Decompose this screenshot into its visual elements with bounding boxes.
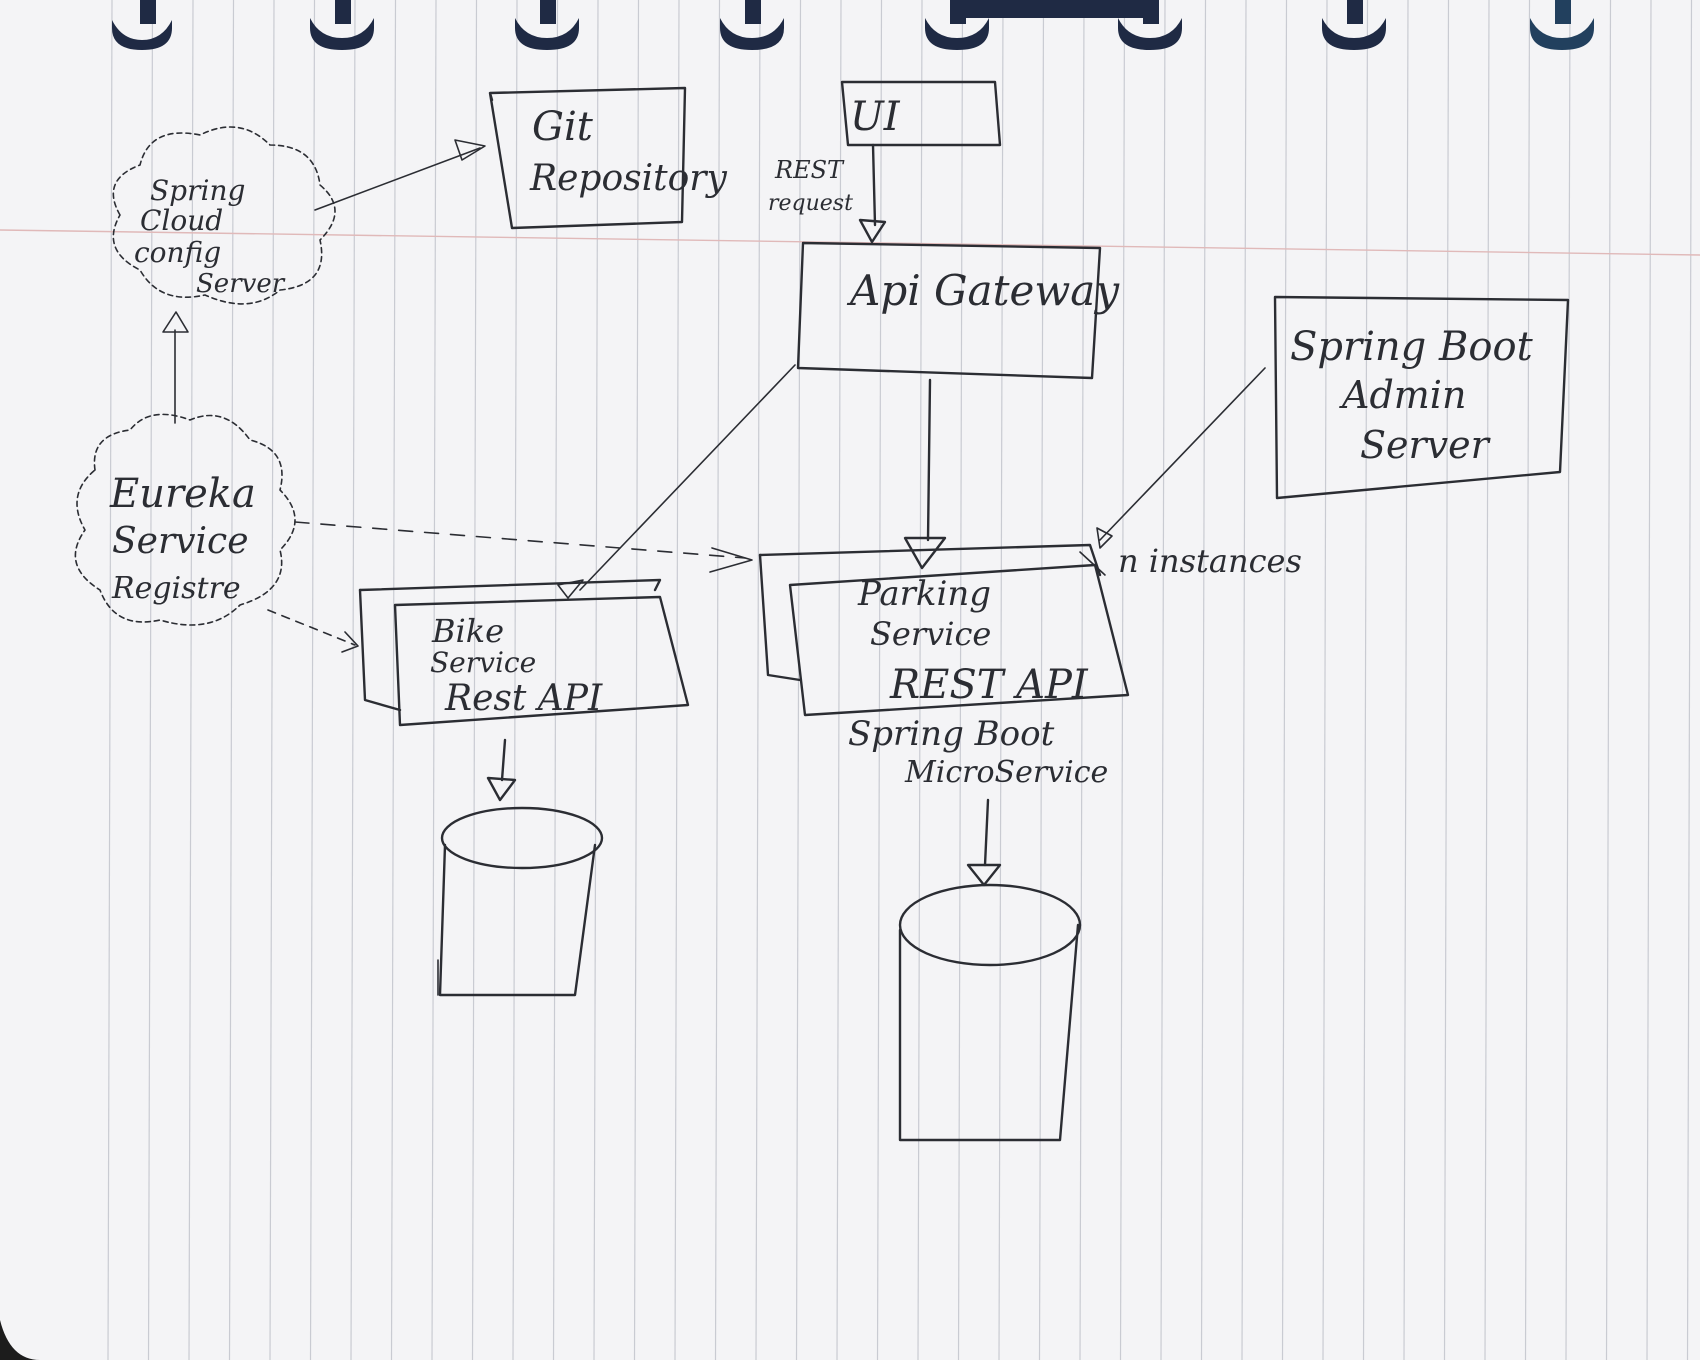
rule-line	[1403, 0, 1409, 1360]
parking-label-1: Parking	[857, 574, 991, 614]
git-label: Git	[532, 104, 594, 150]
rule-line	[390, 0, 397, 1360]
config-server-node: Spring Cloud config Server	[112, 126, 336, 305]
connector-gateway-bike	[557, 364, 796, 599]
admin-label-3: Server	[1360, 423, 1492, 467]
rule-line	[1038, 0, 1045, 1360]
rule-line	[1524, 0, 1531, 1360]
admin-label-2: Admin	[1339, 373, 1466, 417]
rule-line	[431, 0, 437, 1360]
microservice-annotation: Spring Boot MicroService	[848, 714, 1108, 790]
rule-line	[1322, 0, 1328, 1360]
eureka-registry-node: Eureka Service Registre	[74, 413, 296, 626]
rule-line	[1119, 0, 1126, 1360]
parking-database	[898, 883, 1082, 1142]
rule-line	[269, 0, 275, 1360]
rule-line	[674, 0, 680, 1360]
api-gateway-node: Api Gateway	[796, 241, 1120, 380]
rule-line	[633, 0, 640, 1360]
eureka-label-1: Eureka	[109, 471, 256, 517]
notebook-rules	[107, 0, 1693, 1360]
rule-line	[188, 0, 194, 1360]
ui-node: UI	[840, 80, 1002, 147]
connector-eureka-bike	[267, 609, 359, 653]
bike-service-node: Bike Service Rest API	[358, 578, 690, 727]
rule-line	[1200, 0, 1207, 1360]
rest-label: REST	[774, 156, 845, 184]
page-corner	[0, 1320, 40, 1360]
rule-line	[147, 0, 154, 1360]
rule-line	[917, 0, 923, 1360]
rule-line	[998, 0, 1004, 1360]
connector-bike-db	[486, 738, 517, 802]
rule-line	[107, 0, 113, 1360]
rule-line	[1160, 0, 1166, 1360]
rule-line	[1241, 0, 1247, 1360]
rule-line	[957, 0, 964, 1360]
rule-line	[1565, 0, 1571, 1360]
bike-label-2: Service	[430, 646, 536, 679]
rule-line	[714, 0, 721, 1360]
connector-eureka-parking	[294, 521, 753, 573]
connector-ui-gateway	[858, 143, 887, 244]
rule-line	[228, 0, 235, 1360]
admin-server-node: Spring Boot Admin Server	[1273, 295, 1570, 500]
config-label-1: Spring	[150, 174, 245, 207]
parking-label-3: REST API	[889, 662, 1089, 708]
eureka-label-3: Registre	[111, 571, 241, 606]
admin-label-1: Spring Boot	[1290, 324, 1534, 370]
rule-line	[1646, 0, 1652, 1360]
bike-label-3: Rest API	[444, 678, 603, 719]
rule-line	[1362, 0, 1369, 1360]
bike-label-1: Bike	[431, 612, 504, 650]
margin-line	[0, 229, 1700, 256]
rest-request-annotation: REST request	[768, 156, 853, 216]
connector-config-git	[314, 139, 486, 211]
rule-line	[755, 0, 761, 1360]
connector-gateway-parking	[903, 378, 947, 570]
rule-line	[350, 0, 356, 1360]
api-gateway-label: Api Gateway	[846, 266, 1120, 315]
rule-line	[1281, 0, 1288, 1360]
rule-line	[1484, 0, 1490, 1360]
rule-line	[1605, 0, 1612, 1360]
bike-database	[437, 806, 604, 997]
rule-line	[1443, 0, 1450, 1360]
microservice-label-1: Spring Boot	[848, 714, 1055, 754]
git-repository-node: Git Repository	[488, 86, 727, 230]
connector-eureka-config	[162, 311, 189, 424]
repository-label: Repository	[529, 158, 727, 199]
request-label: request	[768, 191, 853, 216]
config-label-3: config	[134, 236, 221, 269]
connector-admin-parking	[1096, 367, 1266, 549]
config-label-4: Server	[196, 269, 286, 299]
rule-line	[309, 0, 316, 1360]
ui-label: UI	[850, 94, 901, 140]
connector-parking-db	[966, 798, 1002, 887]
microservice-label-2: MicroService	[904, 755, 1108, 790]
spiral-binding	[112, 0, 1594, 50]
parking-service-node: Parking Service REST API	[758, 543, 1130, 717]
rule-line	[836, 0, 842, 1360]
rule-line	[593, 0, 599, 1360]
eureka-label-2: Service	[112, 521, 249, 562]
rule-line	[471, 0, 478, 1360]
config-label-2: Cloud	[140, 204, 223, 237]
rule-line	[1079, 0, 1085, 1360]
n-instances-label: n instances	[1118, 542, 1302, 580]
parking-label-2: Service	[870, 615, 991, 653]
rule-line	[1686, 0, 1693, 1360]
